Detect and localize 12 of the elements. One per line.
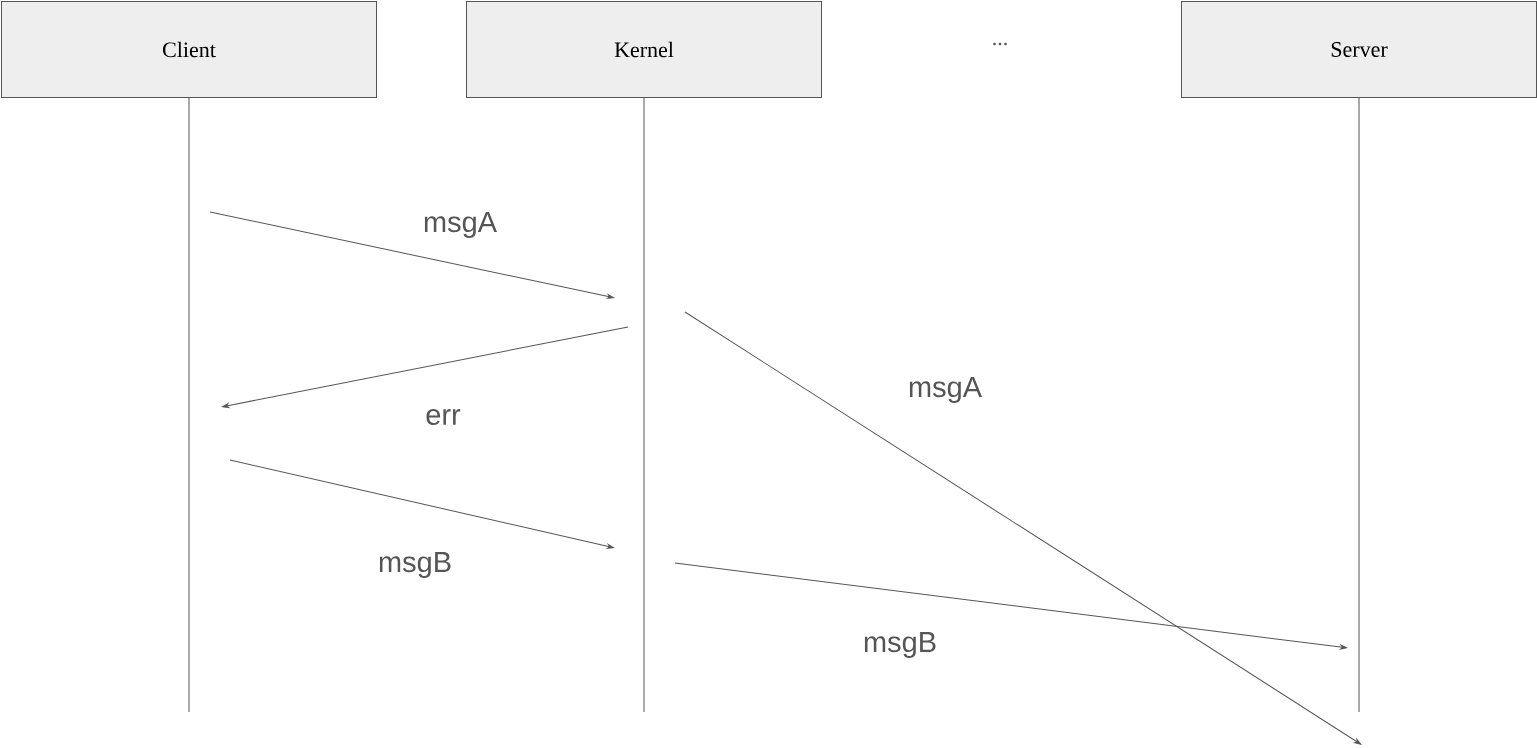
message-label: msgA	[424, 212, 497, 238]
lifeline	[188, 97, 190, 713]
lifeline	[1358, 97, 1360, 713]
participant-box: Client	[1, 1, 377, 98]
message-label: msgB	[864, 632, 936, 658]
participant-box: Server	[1181, 1, 1537, 98]
ellipsis-label: ...	[993, 42, 1007, 46]
participant-box: Kernel	[466, 1, 822, 98]
message-label: msgB	[379, 552, 451, 578]
message-label: msgA	[909, 377, 982, 403]
lifeline	[643, 97, 645, 713]
message-label: err	[426, 409, 461, 425]
